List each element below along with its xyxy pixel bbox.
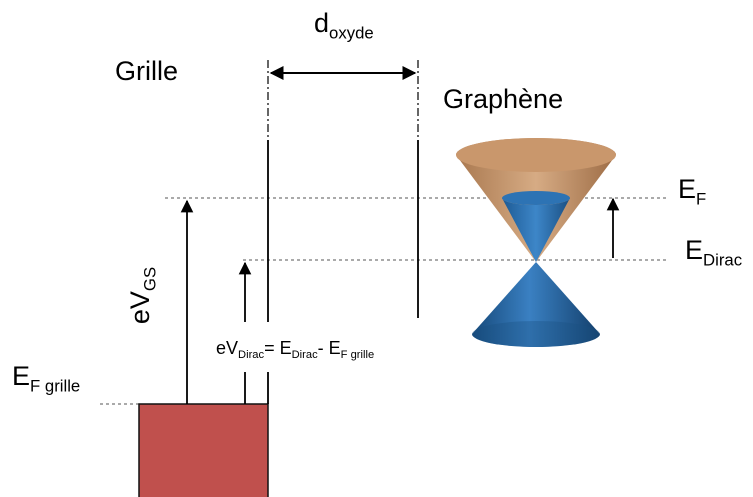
gate-metal-block bbox=[138, 403, 269, 497]
oxide-thickness-label: doxyde bbox=[314, 8, 374, 43]
lower-cone-base bbox=[472, 321, 600, 347]
dirac-voltage-formula: eVDirac= EDirac- EF grille bbox=[216, 338, 375, 362]
gate-fermi-level-label: EF grille bbox=[12, 361, 81, 396]
gate-label: Grille bbox=[115, 56, 179, 86]
lower-cone bbox=[472, 262, 600, 347]
dirac-cone bbox=[456, 138, 616, 347]
graphene-label: Graphène bbox=[443, 84, 564, 114]
formula-background bbox=[206, 322, 462, 372]
upper-cone-rim bbox=[456, 138, 616, 172]
filled-states bbox=[502, 198, 570, 262]
filled-states-top bbox=[502, 191, 570, 205]
fermi-level-label: EF bbox=[678, 174, 707, 209]
dirac-level-label: EDirac bbox=[685, 235, 743, 270]
evgs-label: eVGS bbox=[125, 266, 160, 325]
